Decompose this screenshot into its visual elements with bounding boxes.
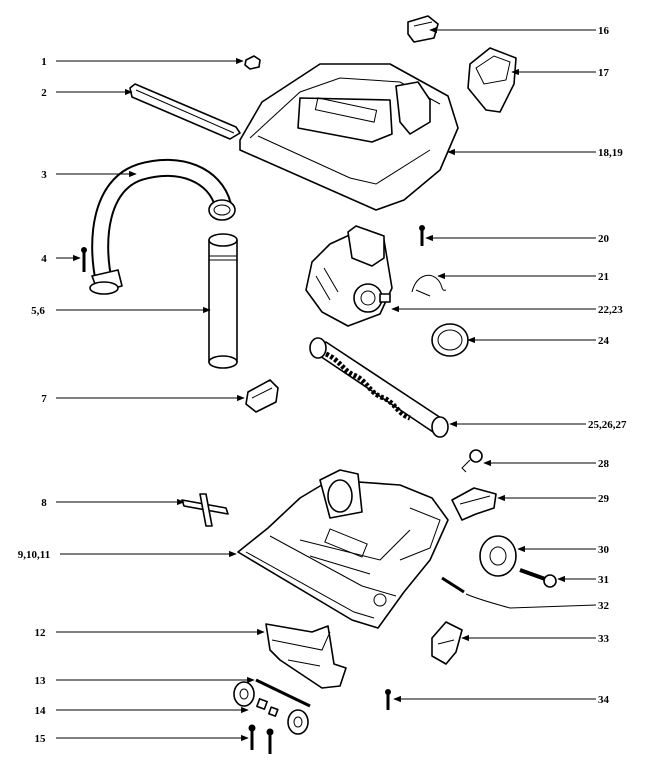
callout-17: 17 — [598, 67, 610, 79]
part-18-19-hood — [239, 63, 459, 211]
callout-1: 1 — [41, 56, 47, 68]
callout-24: 24 — [598, 335, 610, 347]
callout-2: 2 — [41, 87, 47, 99]
part-30-wheel — [479, 535, 517, 577]
part-2-grip — [129, 83, 241, 140]
callout-18-19: 18,19 — [598, 147, 623, 159]
part-20-screw — [419, 225, 425, 246]
part-22-23-motor — [305, 225, 393, 327]
part-8-cross-bracket — [181, 493, 229, 527]
part-15-screws — [248, 724, 274, 754]
part-4-screw — [81, 247, 87, 272]
part-1-clip — [244, 55, 261, 70]
part-21-clip — [411, 274, 447, 297]
callout-31: 31 — [598, 574, 609, 586]
part-9-10-11-base — [237, 469, 449, 629]
part-17-cap — [467, 47, 517, 113]
callout-12: 12 — [35, 627, 47, 639]
callout-28: 28 — [598, 458, 610, 470]
part-5-6-wand — [208, 233, 238, 369]
leader-32 — [509, 604, 597, 609]
part-16-latch — [407, 15, 439, 43]
part-34-screw — [385, 689, 391, 710]
part-32-spring — [441, 576, 511, 609]
part-28-bulb — [461, 449, 483, 473]
part-3-hose — [89, 158, 236, 295]
callout-29: 29 — [598, 493, 610, 505]
part-7-bracket — [245, 379, 279, 413]
callout-30: 30 — [598, 544, 610, 556]
callout-5-6: 5,6 — [31, 305, 45, 317]
callout-15: 15 — [35, 733, 47, 745]
callout-8: 8 — [41, 497, 47, 509]
part-12-housing — [265, 623, 347, 689]
part-14-wheels — [233, 681, 309, 735]
callout-3: 3 — [41, 169, 47, 181]
callout-16: 16 — [598, 25, 610, 37]
part-29-pedal — [451, 487, 497, 521]
part-13-axle — [255, 678, 311, 708]
callout-4: 4 — [41, 253, 47, 265]
callout-22-23: 22,23 — [598, 304, 623, 316]
callout-20: 20 — [598, 233, 610, 245]
part-25-27-brushroll — [309, 337, 449, 438]
callout-9-11: 9,10,11 — [18, 549, 50, 561]
callout-labels: 1 2 3 4 5,6 7 8 9,10,11 12 13 14 15 16 1… — [18, 25, 627, 745]
leader-lines — [56, 26, 597, 742]
callout-25-27: 25,26,27 — [588, 419, 627, 431]
callout-14: 14 — [35, 705, 47, 717]
part-33-bracket — [431, 621, 463, 665]
callout-32: 32 — [598, 600, 610, 612]
part-31-bolt — [519, 568, 557, 588]
part-24-belt — [431, 323, 469, 357]
callout-21: 21 — [598, 271, 609, 283]
callout-13: 13 — [35, 675, 47, 687]
callout-34: 34 — [598, 694, 610, 706]
callout-33: 33 — [598, 633, 610, 645]
callout-7: 7 — [41, 393, 47, 405]
